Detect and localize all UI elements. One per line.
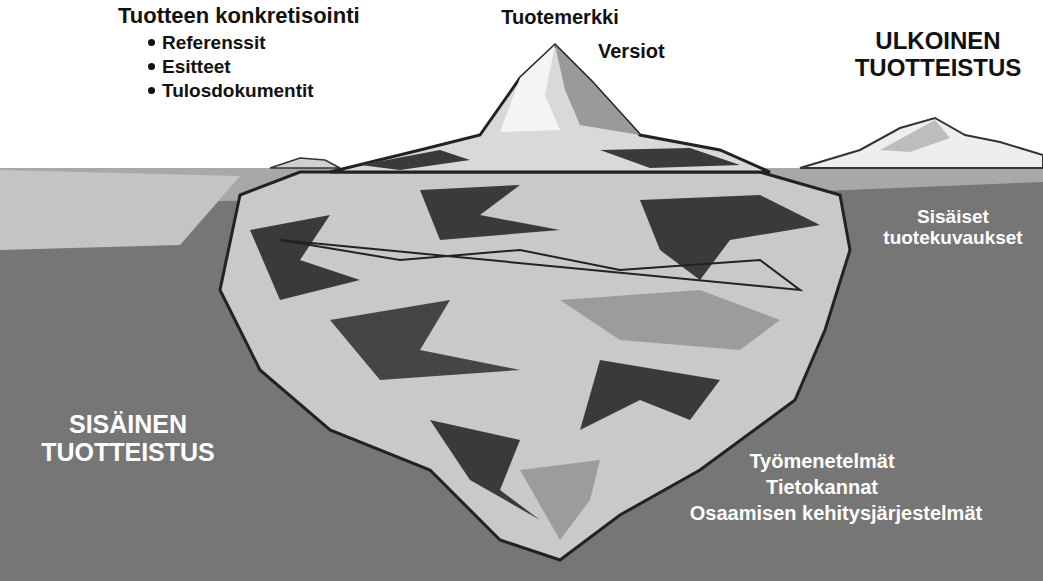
peak-label: Versiot [598, 40, 698, 62]
iceberg-shadow [600, 148, 740, 168]
iceberg-shadow [420, 185, 560, 240]
iceberg-shadow [250, 215, 360, 300]
underwater-label: Tietokannat [672, 476, 972, 498]
section-title: ULKOINEN TUOTTEISTUS [840, 28, 1036, 82]
distant-ice [800, 118, 1043, 168]
iceberg-body [220, 172, 850, 560]
shore [0, 170, 240, 250]
underwater-label: Työmenetelmät [672, 450, 972, 472]
iceberg-facet [520, 460, 600, 540]
iceberg-facet [560, 290, 780, 350]
iceberg-top [330, 45, 770, 172]
peak-label: Tuotemerkki [480, 6, 640, 28]
bullet-label: Referenssit [162, 32, 382, 53]
underwater-label: Osaamisen kehitysjärjestelmät [636, 502, 1036, 524]
iceberg-shadow [330, 300, 520, 380]
bullet-label: Tulosdokumentit [162, 80, 382, 101]
iceberg-shadow [360, 150, 470, 170]
water [0, 168, 1043, 581]
peak-light [500, 45, 560, 132]
iceberg-shadow [580, 360, 720, 430]
bullet-label: Esitteet [162, 56, 382, 77]
section-title: SISÄINEN TUOTTEISTUS [18, 410, 238, 466]
distant-ice-shade [880, 120, 950, 152]
underwater-label: Sisäiset tuotekuvaukset [868, 206, 1038, 249]
heading-label: Tuotteen konkretisointi [118, 4, 418, 29]
small-ice [270, 158, 340, 168]
iceberg-crack [280, 240, 800, 290]
